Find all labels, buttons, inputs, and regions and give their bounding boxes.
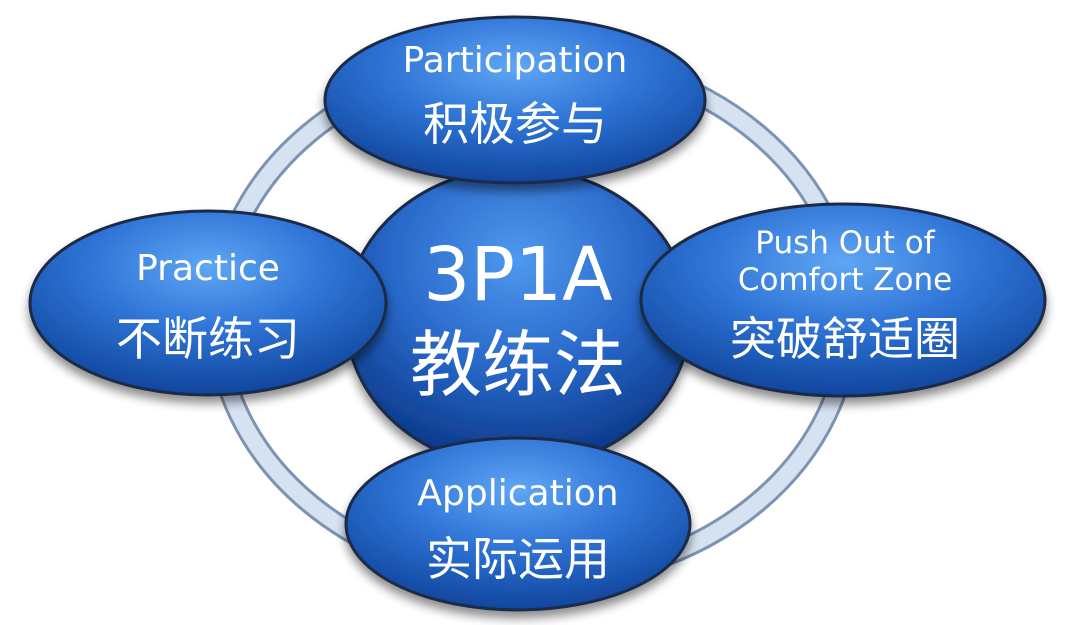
push-label-en-line1: Push Out of bbox=[755, 225, 935, 261]
practice-label-zh: 不断练习 bbox=[116, 312, 300, 366]
push-label-zh: 突破舒适圈 bbox=[730, 312, 960, 366]
participation-label-en: Participation bbox=[403, 40, 628, 81]
application-label-zh: 实际运用 bbox=[426, 532, 610, 586]
node-application: Application 实际运用 bbox=[344, 436, 692, 612]
center-title: 3P1A bbox=[423, 232, 613, 318]
center-subtitle: 教练法 bbox=[410, 323, 626, 407]
practice-label-en: Practice bbox=[136, 248, 280, 289]
push-label-en-line2: Comfort Zone bbox=[738, 262, 952, 298]
center-circle bbox=[344, 166, 692, 470]
node-practice: Practice 不断练习 bbox=[28, 209, 388, 397]
participation-label-zh: 积极参与 bbox=[423, 97, 607, 151]
node-push-out-of-comfort-zone: Push Out of Comfort Zone 突破舒适圈 bbox=[639, 202, 1047, 398]
application-label-en: Application bbox=[417, 473, 618, 514]
node-participation: Participation 积极参与 bbox=[323, 15, 707, 185]
